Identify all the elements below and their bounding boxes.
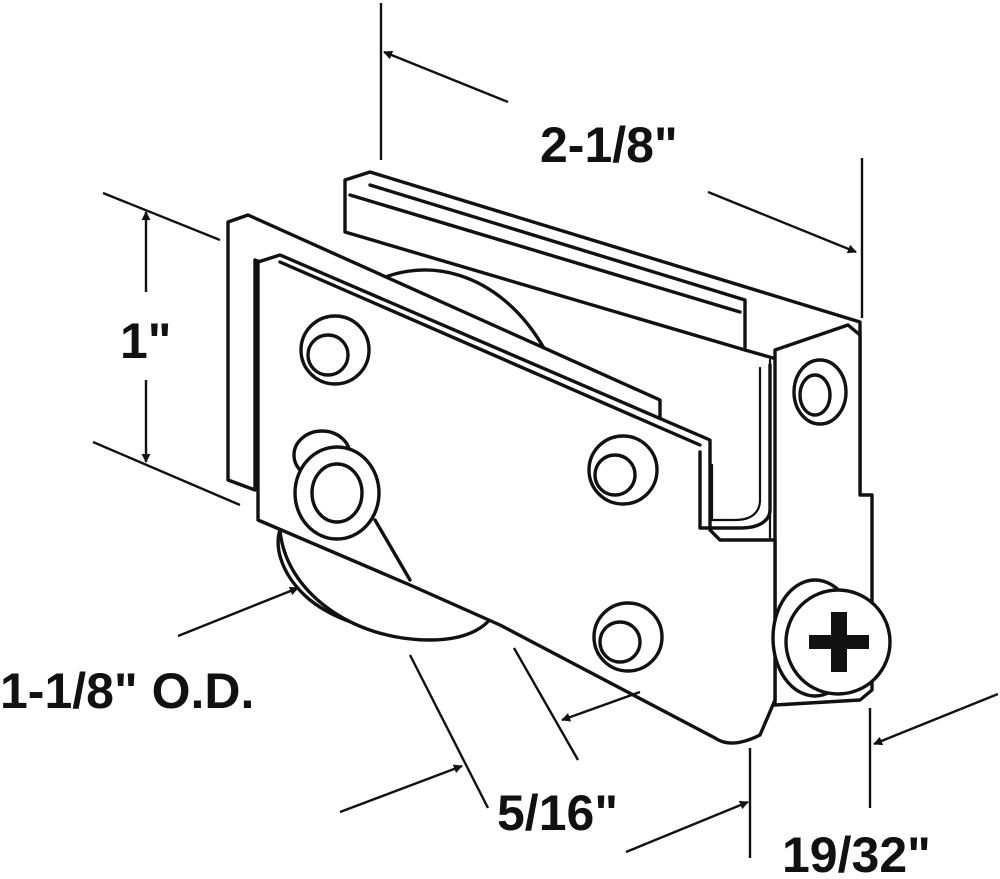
adjustment-screw-icon — [771, 578, 892, 698]
roller-housing — [226, 170, 892, 745]
label-housing-width: 19/32" — [782, 827, 931, 879]
label-length: 2-1/8" — [540, 117, 678, 173]
dimension-1 — [92, 191, 241, 507]
rivet-top-left — [299, 314, 371, 386]
front-plate-top-edge — [278, 260, 702, 447]
phillips-cross — [809, 612, 869, 672]
dimension-2-1-8 — [379, 3, 864, 318]
front-plate-slot — [698, 363, 772, 530]
front-plate-slot-inner — [710, 366, 762, 522]
wheel-notch — [373, 518, 412, 582]
back-plate-top-lip — [348, 193, 742, 314]
label-height: 1" — [120, 313, 172, 369]
axle-bushing — [292, 429, 381, 541]
rivet-bracket — [792, 358, 848, 426]
rivet-mid-right — [587, 434, 659, 506]
dimension-5-16 — [339, 647, 641, 814]
dimension-od — [177, 586, 299, 638]
dimension-19-32 — [625, 692, 999, 858]
label-wheel-width: 5/16" — [497, 785, 618, 841]
back-plate-inner-edge — [368, 183, 747, 352]
label-wheel-diameter: 1-1/8" O.D. — [0, 663, 254, 719]
rivet-bottom-right — [592, 601, 664, 673]
